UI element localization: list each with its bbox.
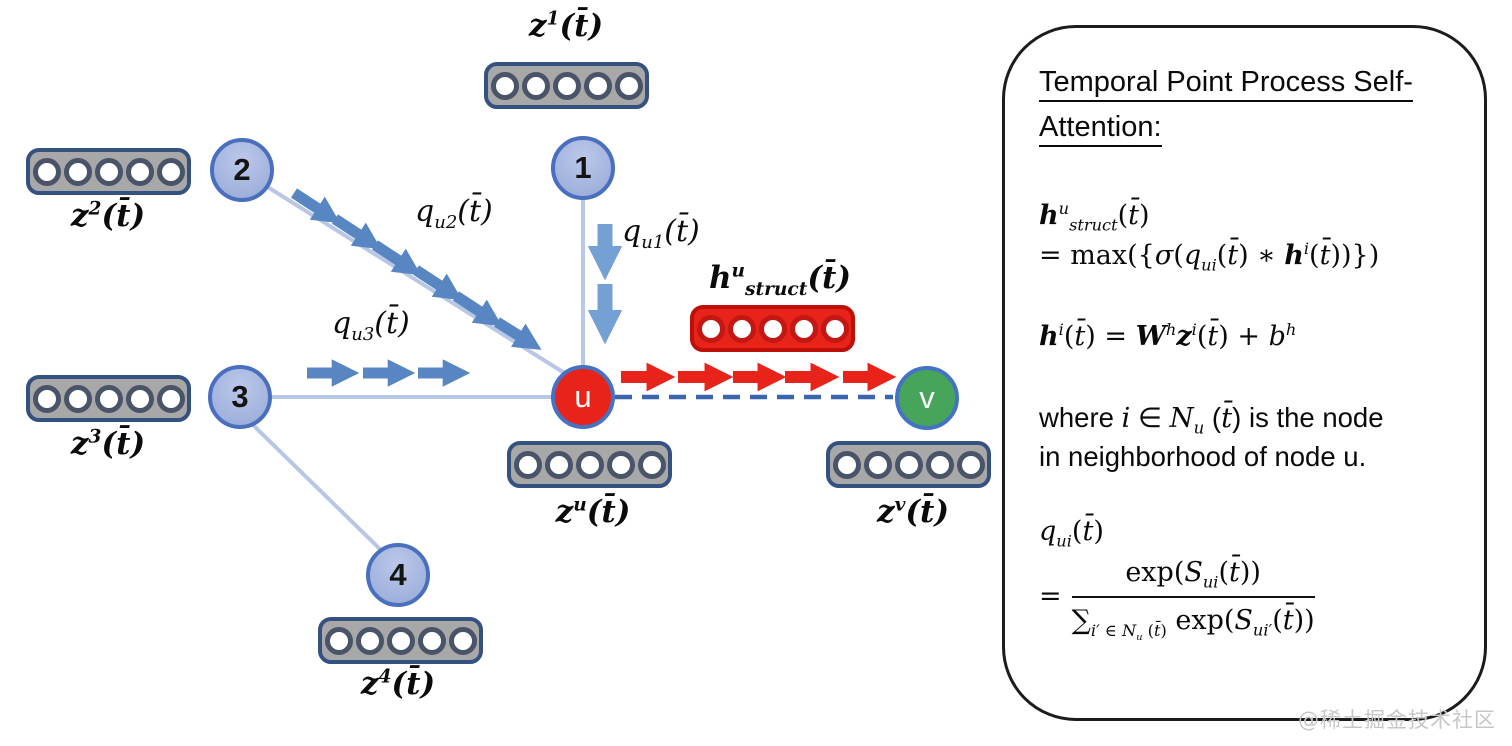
unit-circle	[448, 626, 477, 655]
formula-h-i: hi(t̄) = Whzi(t̄) + bh	[1039, 319, 1297, 352]
struct-embedding-vector-h	[690, 305, 855, 352]
unit-circle	[863, 450, 892, 479]
panel-note: where i ∈ Nu (t̄) is the node in neighbo…	[1039, 399, 1460, 476]
unit-circle	[94, 384, 123, 413]
label-z4: z4(t̄)	[360, 666, 436, 702]
watermark: @稀土掘金技术社区	[1298, 708, 1496, 732]
formula-q-ui-fraction-row: = exp(Sui(t̄)) ∑i′ ∈ Nu (t̄) exp(Sui′(t̄…	[1039, 553, 1460, 642]
panel-title-line2: Attention:	[1039, 110, 1162, 147]
graph-node-u: u	[551, 365, 615, 429]
graph-node-4: 4	[366, 543, 430, 607]
panel-title-line1: Temporal Point Process Self-	[1039, 66, 1413, 102]
panel-note-line2: in neighborhood of node u.	[1039, 440, 1367, 472]
node-label: 4	[389, 557, 407, 592]
unit-circle	[125, 157, 154, 186]
attention-arrows-u2	[290, 188, 542, 350]
label-h-struct: hustruct(t̄)	[708, 260, 852, 301]
unit-circle	[490, 71, 519, 100]
embedding-vector-z1	[484, 62, 649, 109]
formula-q-ui-lhs: qui(t̄)	[1039, 516, 1104, 551]
edge-3-4	[249, 421, 386, 555]
node-label: v	[919, 380, 935, 415]
unit-circle	[820, 314, 849, 343]
unit-circle	[614, 71, 643, 100]
unit-circle	[727, 314, 756, 343]
unit-circle	[696, 314, 725, 343]
node-label: 2	[233, 152, 251, 187]
label-zu: zu(t̄)	[555, 494, 631, 530]
graph-node-3: 3	[208, 365, 272, 429]
unit-circle	[637, 450, 666, 479]
panel-note-line1: where i ∈ Nu (t̄) is the node	[1039, 402, 1384, 438]
unit-circle	[417, 626, 446, 655]
unit-circle	[513, 450, 542, 479]
fraction: exp(Sui(t̄)) ∑i′ ∈ Nu (t̄) exp(Sui′(t̄))	[1071, 553, 1315, 642]
embedding-vector-z4	[318, 617, 483, 664]
embedding-vector-z2	[26, 148, 191, 195]
unit-circle	[32, 157, 61, 186]
unit-circle	[552, 71, 581, 100]
unit-circle	[575, 450, 604, 479]
unit-circle	[355, 626, 384, 655]
unit-circle	[521, 71, 550, 100]
unit-circle	[583, 71, 612, 100]
unit-circle	[606, 450, 635, 479]
unit-circle	[925, 450, 954, 479]
embedding-vector-zv	[826, 441, 991, 488]
unit-circle	[386, 626, 415, 655]
embedding-vector-z3	[26, 375, 191, 422]
label-q-u3: qu3(t̄)	[332, 306, 410, 345]
node-label: 1	[574, 150, 592, 185]
unit-circle	[156, 157, 185, 186]
unit-circle	[832, 450, 861, 479]
unit-circle	[32, 384, 61, 413]
label-z3: z3(t̄)	[70, 426, 146, 462]
node-label: 3	[231, 379, 249, 414]
unit-circle	[894, 450, 923, 479]
unit-circle	[789, 314, 818, 343]
label-q-u1: qu1(t̄)	[622, 214, 700, 253]
embedding-vector-zu	[507, 441, 672, 488]
label-q-u2: qu2(t̄)	[415, 194, 493, 233]
graph-node-2: 2	[210, 138, 274, 202]
equals-sign: =	[1039, 581, 1062, 613]
formula-q-ui: qui(t̄) = exp(Sui(t̄)) ∑i′ ∈ Nu (t̄) exp…	[1039, 512, 1460, 642]
formula-h-struct-lhs: hustruct(t̄)	[1039, 198, 1150, 235]
unit-circle	[125, 384, 154, 413]
unit-circle	[94, 157, 123, 186]
label-z1: z1(t̄)	[528, 8, 604, 44]
formula-panel: Temporal Point Process Self- Attention: …	[1002, 25, 1487, 721]
graph-node-1: 1	[551, 136, 615, 200]
node-label: u	[574, 379, 592, 414]
fraction-denominator: ∑i′ ∈ Nu (t̄) exp(Sui′(t̄))	[1071, 596, 1315, 642]
label-zv: zv(t̄)	[876, 494, 950, 530]
panel-title: Temporal Point Process Self- Attention:	[1039, 60, 1460, 150]
unit-circle	[156, 384, 185, 413]
graph-node-v: v	[895, 366, 959, 430]
unit-circle	[956, 450, 985, 479]
fraction-numerator: exp(Sui(t̄))	[1125, 556, 1261, 592]
label-z2: z2(t̄)	[70, 198, 146, 234]
unit-circle	[63, 384, 92, 413]
formula-h-struct-rhs: = max({σ(qui(t̄) ∗ hi(t̄))})	[1039, 239, 1380, 275]
unit-circle	[758, 314, 787, 343]
graph-edges	[249, 184, 585, 555]
formula-h-struct: hustruct(t̄) = max({σ(qui(t̄) ∗ hi(t̄))}…	[1039, 196, 1460, 277]
unit-circle	[63, 157, 92, 186]
unit-circle	[324, 626, 353, 655]
unit-circle	[544, 450, 573, 479]
